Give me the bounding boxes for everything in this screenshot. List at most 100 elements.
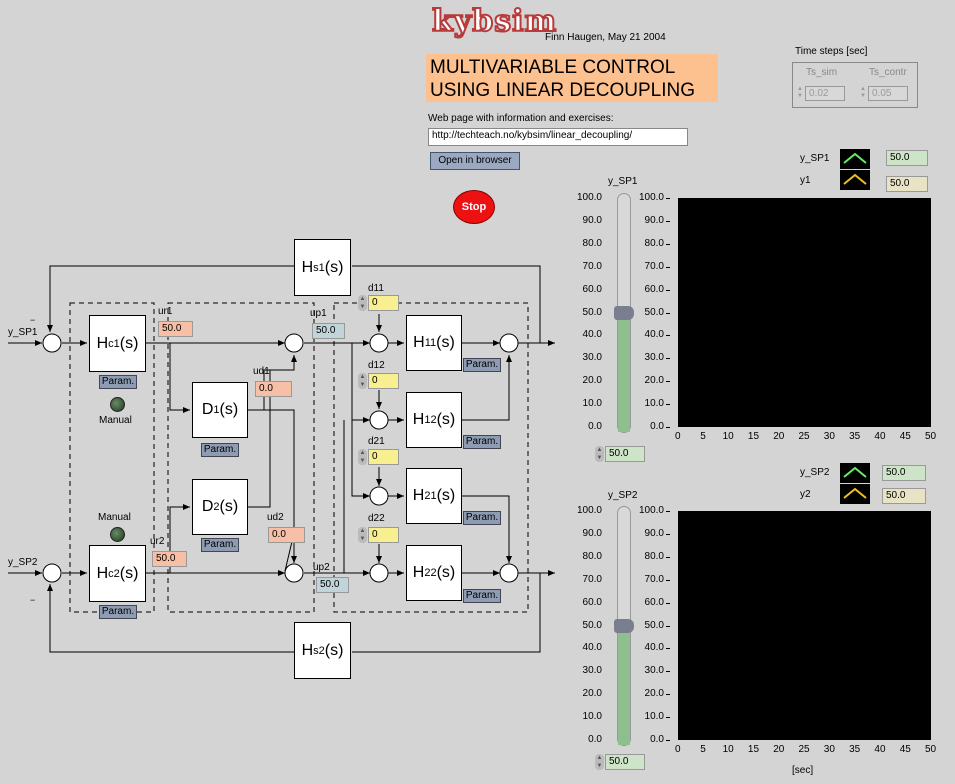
x-tick-label: 30 [823,744,835,755]
ur1-value: 50.0 [158,321,193,337]
d22-label: d22 [368,513,385,524]
sum-junction-d22 [369,563,389,583]
y-tick-mark [666,694,670,696]
time-steps-group [792,62,918,108]
ts-sim-field[interactable]: 0.02 [805,86,845,101]
h21-param-button[interactable]: Param. [463,511,501,525]
x-tick-label: 5 [700,744,706,755]
x-tick-label: 20 [773,431,785,442]
sum-junction-sp2 [42,563,62,583]
web-page-label: Web page with information and exercises: [428,113,614,124]
y-tick-label: 70.0 [644,260,664,272]
y-tick-label: 40.0 [582,642,602,654]
title-line-2: USING LINEAR DECOUPLING [430,80,695,101]
open-in-browser-button[interactable]: Open in browser [430,152,520,170]
h22-param-button[interactable]: Param. [463,589,501,603]
d11-spinner[interactable]: ▲▼ [358,295,367,311]
legend-y2-label: y2 [800,489,811,500]
y-tick-label: 80.0 [644,550,664,562]
ts-contr-spinner[interactable]: ▲▼ [860,86,866,99]
y-tick-label: 30.0 [644,352,664,364]
ysp1-slider-fill [618,317,630,432]
y-tick-label: 80.0 [582,237,602,249]
ysp2-spinner[interactable]: ▲▼ [595,754,604,770]
h11-param-button[interactable]: Param. [463,358,501,372]
y-tick-label: 20.0 [644,688,664,700]
ysp2-slider-fill [618,630,630,745]
kybsim-logo: kybsim [431,3,558,40]
legend-y1-label: y1 [800,175,811,186]
up1-value: 50.0 [312,323,345,339]
url-field[interactable]: http://techteach.no/kybsim/linear_decoup… [428,128,688,146]
d22-field[interactable]: 0 [368,527,399,543]
ysp2-numeric[interactable]: 50.0 [605,754,645,770]
y-tick-label: 0.0 [588,734,602,745]
d12-spinner[interactable]: ▲▼ [358,373,367,389]
y-tick-mark [666,220,670,222]
y-tick-label: 0.0 [650,421,664,432]
x-tick-label: 15 [747,744,760,755]
manual-led-2[interactable] [110,527,125,542]
d11-label: d11 [368,283,384,294]
legend-sp2-label: y_SP2 [800,467,830,478]
chart2-x-axis-label: [sec] [792,765,814,776]
d12-field[interactable]: 0 [368,373,399,389]
hc1-param-button[interactable]: Param. [99,375,137,389]
d21-field[interactable]: 0 [368,449,399,465]
y-tick-label: 90.0 [644,214,664,226]
manual-led-1[interactable] [110,397,125,412]
ysp1-numeric[interactable]: 50.0 [605,446,645,462]
legend-sp1-value: 50.0 [886,150,928,166]
hc2-param-button[interactable]: Param. [99,605,137,619]
d11-field[interactable]: 0 [368,295,399,311]
y-tick-label: 20.0 [582,688,602,700]
y-tick-label: 70.0 [644,573,664,585]
time-steps-label: Time steps [sec] [795,46,868,57]
d22-spinner[interactable]: ▲▼ [358,527,367,543]
y-tick-label: 20.0 [644,375,664,387]
svg-text:−: − [30,315,35,325]
ts-contr-field[interactable]: 0.05 [868,86,908,101]
legend-y1-swatch [840,170,870,190]
y-tick-mark [666,625,670,627]
ysp1-slider-thumb[interactable] [614,305,634,320]
h12-param-button[interactable]: Param. [463,435,501,449]
y-tick-mark [666,556,670,558]
y-tick-label: 50.0 [644,306,664,318]
x-tick-label: 25 [798,431,810,442]
y-tick-mark [666,243,670,245]
ysp2-slider-thumb[interactable] [614,618,634,633]
x-tick-label: 20 [773,744,785,755]
y-tick-label: 30.0 [582,352,602,364]
x-tick-label: 0 [675,431,681,442]
x-tick-label: 10 [722,431,734,442]
ysp1-spinner[interactable]: ▲▼ [595,446,604,462]
y-tick-mark [666,266,670,268]
d21-label: d21 [368,436,385,447]
y-tick-mark [666,717,670,719]
x-tick-label: 10 [722,744,734,755]
y-tick-label: 30.0 [582,665,602,677]
y-tick-label: 90.0 [582,214,602,226]
x-tick-label: 0 [675,744,681,755]
ts-sim-spinner[interactable]: ▲▼ [797,86,803,99]
ysp1-input-label: y_SP1 [8,327,38,338]
x-tick-label: 45 [899,744,911,755]
legend-sp1-swatch [840,149,870,169]
stop-button[interactable]: Stop [453,190,495,224]
chart2-plot-area [678,511,931,740]
d2-param-button[interactable]: Param. [201,538,239,552]
y-tick-label: 90.0 [582,527,602,539]
y-tick-label: 40.0 [644,642,664,654]
y-tick-label: 100.0 [638,192,664,203]
y-tick-mark [666,533,670,535]
y-tick-label: 40.0 [582,329,602,341]
d21-spinner[interactable]: ▲▼ [358,449,367,465]
d1-param-button[interactable]: Param. [201,443,239,457]
y-tick-label: 100.0 [638,505,664,516]
